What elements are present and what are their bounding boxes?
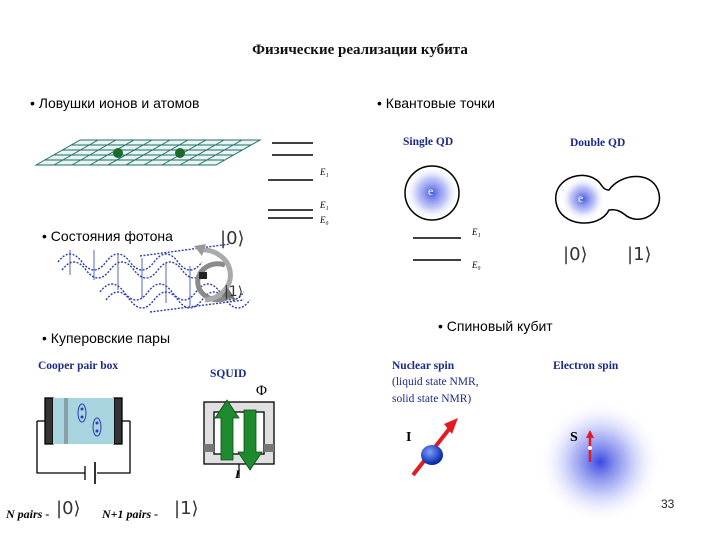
- qd-level-label-e0: E₀: [472, 260, 481, 270]
- nuclear-spin-sub2: solid state NMR): [392, 393, 472, 405]
- double-qd-electron: e: [578, 191, 584, 205]
- nuclear-spin-label: Nuclear spin: [392, 360, 455, 372]
- n-pairs-ket0: |0⟩: [56, 498, 81, 519]
- ion-level-label-e1: E₁: [320, 200, 329, 210]
- ion-energy-levels: [268, 142, 313, 219]
- nuclear-spin-symbol: I: [406, 430, 412, 445]
- electron-dot: [588, 446, 592, 450]
- bullet-ion-traps: • Ловушки ионов и атомов: [30, 95, 200, 111]
- cooper-box-label: Cooper pair box: [38, 360, 119, 372]
- ion-level-label-e1-upper: E₁: [320, 167, 329, 177]
- double-qd-label: Double QD: [570, 137, 626, 149]
- rotation-arrows: [195, 247, 233, 303]
- single-qd: [404, 165, 460, 221]
- atom-2: [175, 148, 185, 158]
- electron-spin-label: Electron spin: [553, 360, 619, 372]
- nuclear-ball: [421, 445, 443, 465]
- bullet-photon-states: • Состояния фотона: [42, 228, 173, 244]
- ion-trap-lattice: [34, 139, 262, 166]
- bullet-quantum-dots: • Квантовые точки: [377, 95, 495, 111]
- electron-spin-symbol: S: [570, 430, 578, 445]
- cooper-circuit: [36, 397, 131, 484]
- photon-wave-ticks: [69, 250, 191, 306]
- rotation-arrowhead-2: [194, 244, 206, 256]
- page-number: 33: [661, 497, 675, 511]
- squid-flux-symbol: Φ: [256, 383, 267, 399]
- squid-current-symbol: I: [235, 467, 240, 481]
- n-pairs-label: N pairs -: [6, 507, 50, 521]
- bullet-spin-qubit: • Спиновый кубит: [438, 318, 553, 334]
- electron-spin-arrowhead: [586, 430, 594, 438]
- squid-arrows: [214, 399, 263, 471]
- n1-pairs-label: N+1 pairs -: [102, 507, 159, 521]
- ion-level-label-e0: E₀: [320, 215, 329, 225]
- double-qd-ket1: |1⟩: [627, 244, 652, 265]
- double-qd-ket0: |0⟩: [563, 244, 588, 265]
- electron-cloud: [538, 400, 662, 524]
- bullet-cooper-pairs: • Куперовские пары: [42, 330, 171, 346]
- qd-level-label-e1: E₁: [472, 227, 481, 237]
- photon-detector: [199, 272, 207, 279]
- squid-label: SQUID: [210, 368, 247, 380]
- atom-1: [113, 148, 123, 158]
- nuclear-spin-arrowhead: [444, 418, 458, 434]
- photon-ket1: |1⟩: [224, 284, 244, 300]
- double-qd-shape: [555, 174, 661, 224]
- single-qd-label: Single QD: [403, 136, 454, 148]
- slide-title: Физические реализации кубита: [252, 42, 468, 58]
- rotation-arrowhead-1: [222, 288, 236, 300]
- n1-pairs-ket1: |1⟩: [174, 498, 199, 519]
- cooper-electrons: [80, 407, 99, 433]
- photon-ket0: |0⟩: [220, 228, 245, 249]
- nuclear-spin-sub1: (liquid state NMR,: [392, 376, 479, 388]
- cooper-pairs: [77, 403, 102, 437]
- single-qd-electron: e: [428, 184, 434, 198]
